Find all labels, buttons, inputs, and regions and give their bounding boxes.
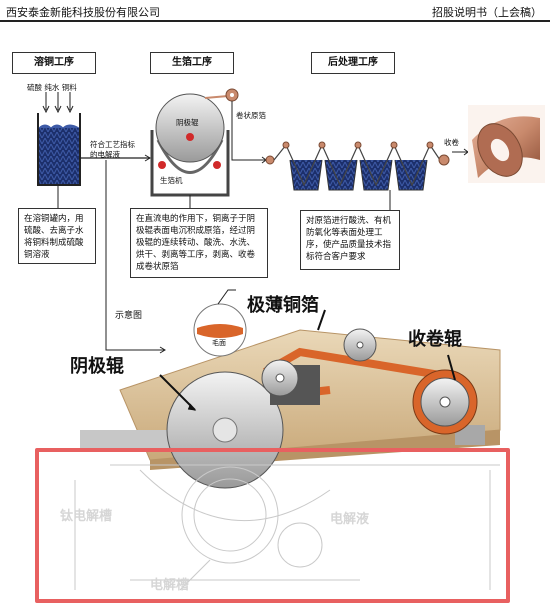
document-title: 招股说明书（上会稿）: [432, 6, 542, 19]
header-rule: [0, 20, 550, 22]
faded-tank-drawing: [74, 464, 500, 591]
ultrathin-foil-callout: 极薄铜箔: [247, 295, 319, 316]
copper-roll-image: [468, 105, 545, 183]
page-header: 西安泰金新能科技股份有限公司 招股说明书（上会稿）: [0, 0, 550, 22]
electrolyte-pipe: [80, 154, 151, 162]
foil-machine-label: 生箔机: [160, 176, 183, 185]
schematic-label: 示意图: [115, 311, 143, 321]
post-processing-line: [265, 141, 469, 191]
cathode-roll-callout: 阴极辊: [70, 356, 124, 377]
dissolution-tank: [37, 92, 81, 186]
stage-post: 后处理工序: [311, 52, 395, 74]
highlight-frame: [35, 448, 510, 603]
note-post: 对原箔进行酸洗、有机防氧化等表面处理工序，使产品质量技术指标符合客户要求: [300, 210, 400, 270]
stage-dissolve: 溶铜工序: [12, 52, 96, 74]
matte-side-label: 毛面: [212, 339, 226, 347]
rolled-foil-label: 卷状原箔: [236, 111, 266, 120]
winding-roll-callout: 收卷辊: [408, 329, 462, 350]
inputs-label: 硫酸 纯水 铜料: [27, 83, 77, 92]
winding-label: 收卷: [444, 138, 459, 147]
cathode-roll-small-label: 阴极辊: [176, 118, 199, 127]
shiny-side-label: 光面: [212, 317, 226, 325]
company-name: 西安泰金新能科技股份有限公司: [6, 6, 160, 19]
note-dissolve: 在溶铜罐内，用硫酸、去离子水将铜料制成硫酸铜溶液: [18, 208, 96, 264]
schematic-machine: [80, 289, 501, 489]
ghost-label-bottom: 电解槽: [150, 578, 190, 593]
stage-foil: 生箔工序: [150, 52, 234, 74]
electrolyte-label: 符合工艺指标 的电解液: [90, 140, 135, 159]
ghost-label-left: 钛电解槽: [60, 509, 113, 524]
ghost-label-right: 电解液: [330, 512, 370, 527]
foil-machine: [150, 88, 239, 197]
note-foil: 在直流电的作用下，铜离子于阴极辊表面电沉积成原箔，经过阴极辊的连续转动、酸洗、水…: [130, 208, 268, 278]
